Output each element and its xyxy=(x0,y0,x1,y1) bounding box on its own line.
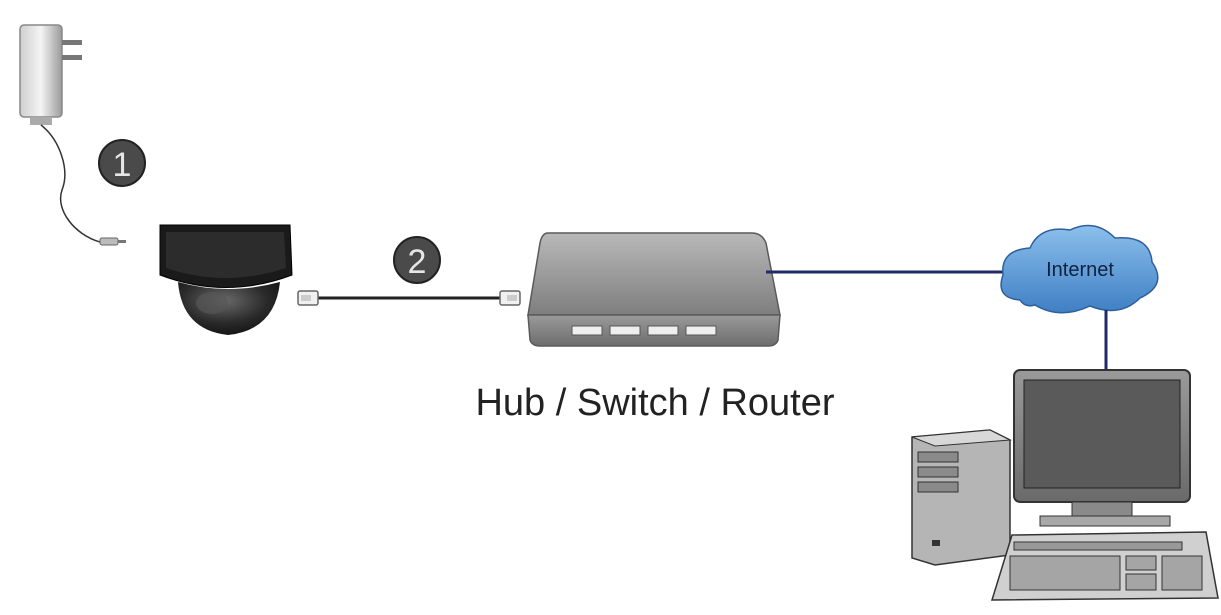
ethernet-cable xyxy=(297,290,521,306)
step-2-badge: 2 xyxy=(393,236,441,284)
step-1-badge: 1 xyxy=(98,139,146,187)
cloud-label: Internet xyxy=(1046,259,1114,281)
power-adapter-icon xyxy=(19,24,126,246)
network-device-label: Hub / Switch / Router xyxy=(475,382,834,424)
desktop-computer-icon xyxy=(911,369,1219,601)
step-1-label: 1 xyxy=(113,146,132,184)
cloud-icon: Internet xyxy=(1000,224,1159,314)
dome-camera-icon xyxy=(159,224,293,335)
router-icon xyxy=(527,232,781,347)
step-2-label: 2 xyxy=(408,243,427,281)
